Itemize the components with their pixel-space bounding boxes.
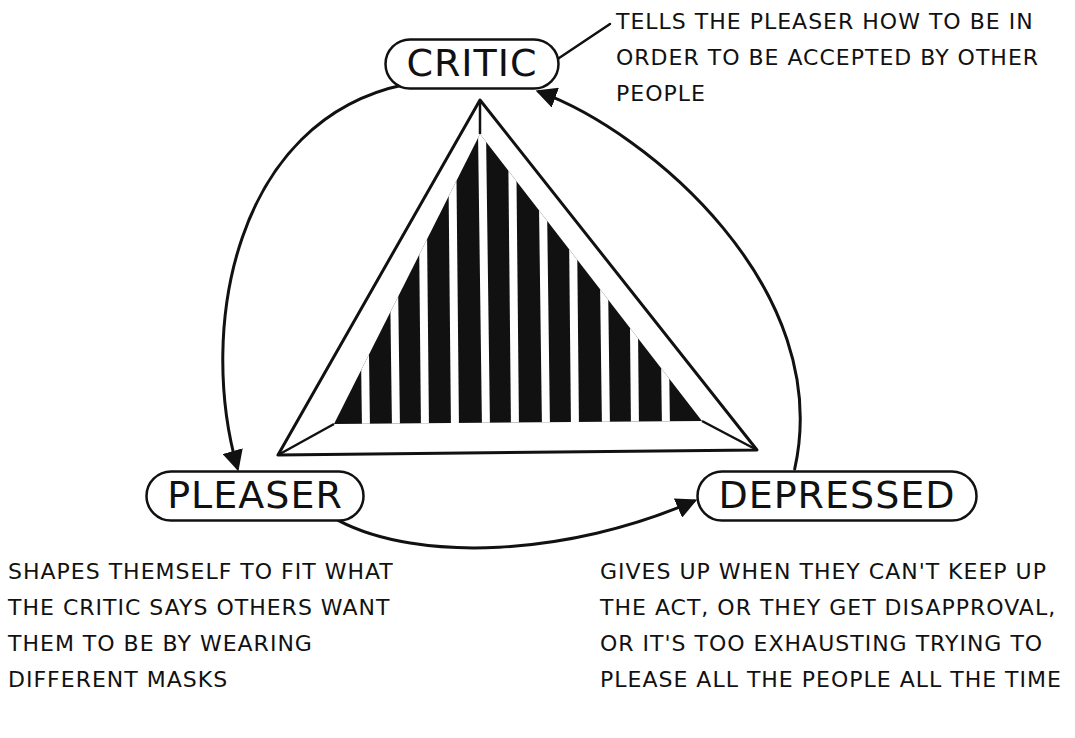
note-text: GIVES UP WHEN THEY CAN'T KEEP UP THE ACT… — [600, 554, 1068, 698]
oval-node: DEPRESSED — [696, 470, 978, 522]
stripes — [362, 130, 666, 430]
node-label: PLEASER — [167, 474, 343, 518]
node-label: DEPRESSED — [718, 474, 956, 518]
cycle-arrow — [539, 92, 800, 469]
cycle-arrow — [223, 85, 405, 468]
cycle-arrow — [339, 501, 694, 548]
bevel-lines — [278, 100, 757, 455]
outer-triangle — [278, 100, 757, 455]
note-text: SHAPES THEMSELF TO FIT WHAT THE CRITIC S… — [8, 554, 408, 698]
oval-node: PLEASER — [145, 470, 365, 522]
note-text: TELLS THE PLEASER HOW TO BE IN ORDER TO … — [616, 4, 1056, 112]
leader-line — [558, 24, 610, 59]
oval-node: CRITIC — [384, 38, 560, 90]
node-label: CRITIC — [406, 42, 538, 86]
